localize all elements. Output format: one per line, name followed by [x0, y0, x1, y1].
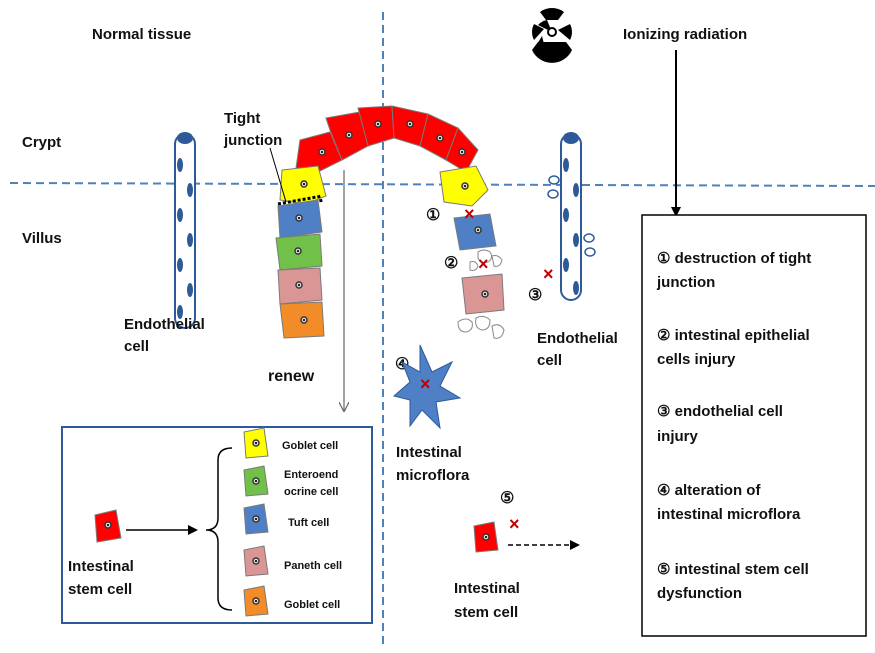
legend-paneth-cell-label: Paneth cell [284, 560, 342, 572]
crypt-arch [295, 105, 479, 173]
marker-2: ② [444, 255, 458, 272]
damaged-cell-fragments-lower [457, 315, 505, 339]
microflora-label-2: microflora [396, 467, 470, 484]
legend-tuft-cell-label: Tuft cell [288, 517, 329, 529]
effect-2-line-2: cells injury [657, 351, 736, 368]
marker-3: ③ [528, 287, 542, 304]
ionizing-radiation-label: Ionizing radiation [623, 26, 747, 43]
cross-5: × [509, 514, 520, 534]
legend-paneth-cell-icon [243, 545, 269, 577]
paneth-cell [277, 267, 323, 305]
normal-tissue-label: Normal tissue [92, 26, 191, 43]
epithelial-cell-red [445, 127, 479, 173]
effect-4-line-2: intestinal microflora [657, 506, 801, 523]
legend-enteroendocrine-label-1: Enteroend [284, 469, 338, 481]
effect-2-line-1: ② intestinal epithelial [657, 327, 810, 344]
endothelial-cell-left-label-2: cell [124, 338, 149, 355]
epithelial-cell-red [391, 105, 429, 147]
endothelial-cell-left-label-1: Endothelial [124, 316, 205, 333]
effect-4-line-1: ④ alteration of [657, 482, 761, 499]
legend-stem-cell-label-2: stem cell [68, 581, 132, 598]
cross-4: × [420, 374, 431, 394]
differentiation-legend: Intestinal stem cell Goblet cell Enteroe… [61, 426, 373, 624]
tuft-cell [277, 199, 323, 239]
irradiated-villus-cells [439, 165, 505, 339]
goblet-cell-orange [279, 301, 325, 339]
stem-cell-irradiated [473, 521, 499, 553]
effect-3-line-1: ③ endothelial cell [657, 403, 783, 420]
microflora-label-1: Intestinal [396, 444, 462, 461]
tight-junction-label-2: junction [223, 132, 282, 149]
crypt-label: Crypt [22, 134, 61, 151]
legend-goblet-cell-icon [243, 427, 269, 459]
legend-goblet-cell-orange-icon [243, 585, 269, 617]
legend-enteroendocrine-label-2: ocrine cell [284, 486, 338, 498]
legend-goblet-cell-label: Goblet cell [282, 440, 338, 452]
legend-enteroendocrine-cell-icon [243, 465, 269, 497]
cross-2: × [478, 254, 489, 274]
endothelial-vessel-left [174, 132, 196, 329]
cross-3: × [543, 264, 554, 284]
radiation-icon [532, 7, 572, 63]
damaged-cell-fragments [469, 249, 503, 271]
effect-5-line-2: dysfunction [657, 585, 742, 602]
endothelial-vessel-right [547, 132, 596, 301]
endothelial-cell-right-label-1: Endothelial [537, 330, 618, 347]
epithelial-cell-red [325, 111, 369, 161]
stem-cell-right-label-2: stem cell [454, 604, 518, 621]
effect-1-line-1: ① destruction of tight [657, 250, 811, 267]
enteroendocrine-cell [275, 233, 323, 271]
stem-cell-legend [94, 509, 122, 543]
effect-1-line-2: junction [656, 274, 715, 291]
microflora-shape [392, 344, 462, 430]
marker-5: ⑤ [500, 490, 514, 507]
effect-3-line-2: injury [657, 428, 698, 445]
cross-1: × [464, 204, 475, 224]
paneth-cell-irradiated [461, 273, 505, 315]
legend-goblet-cell-orange-label: Goblet cell [284, 599, 340, 611]
goblet-cell-irradiated [439, 165, 489, 207]
epithelial-cell-red [357, 105, 395, 147]
effects-box: ① destruction of tight junction ② intest… [641, 214, 867, 637]
endothelial-cell-right-label-2: cell [537, 352, 562, 369]
tuft-cell-irradiated [453, 213, 497, 251]
normal-villus-cells [275, 165, 327, 339]
renew-label: renew [268, 368, 315, 385]
effect-5-line-1: ⑤ intestinal stem cell [657, 561, 809, 578]
legend-brace [205, 447, 233, 611]
tight-junction-label-1: Tight [224, 110, 260, 127]
tight-junction-pointer [269, 147, 287, 203]
legend-stem-cell-label-1: Intestinal [68, 558, 134, 575]
epithelial-cell-red [295, 131, 343, 173]
stem-cell-right-label-1: Intestinal [454, 580, 520, 597]
villus-label: Villus [22, 230, 62, 247]
marker-1: ① [426, 207, 440, 224]
legend-tuft-cell-icon [243, 503, 269, 535]
